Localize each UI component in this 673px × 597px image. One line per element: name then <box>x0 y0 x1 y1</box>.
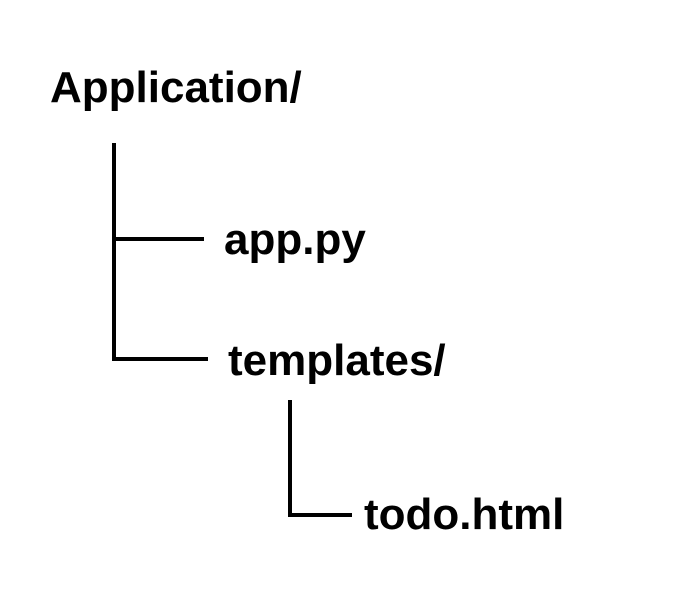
templates-branch-line <box>112 357 208 361</box>
todo-branch-line <box>288 513 352 517</box>
app-file-label: app.py <box>224 215 366 264</box>
templates-folder-label: templates/ <box>228 336 446 385</box>
root-folder-label: Application/ <box>50 63 302 112</box>
templates-trunk-line <box>288 400 292 517</box>
root-trunk-line <box>112 143 116 361</box>
todo-file-label: todo.html <box>364 490 565 539</box>
app-branch-line <box>112 237 204 241</box>
